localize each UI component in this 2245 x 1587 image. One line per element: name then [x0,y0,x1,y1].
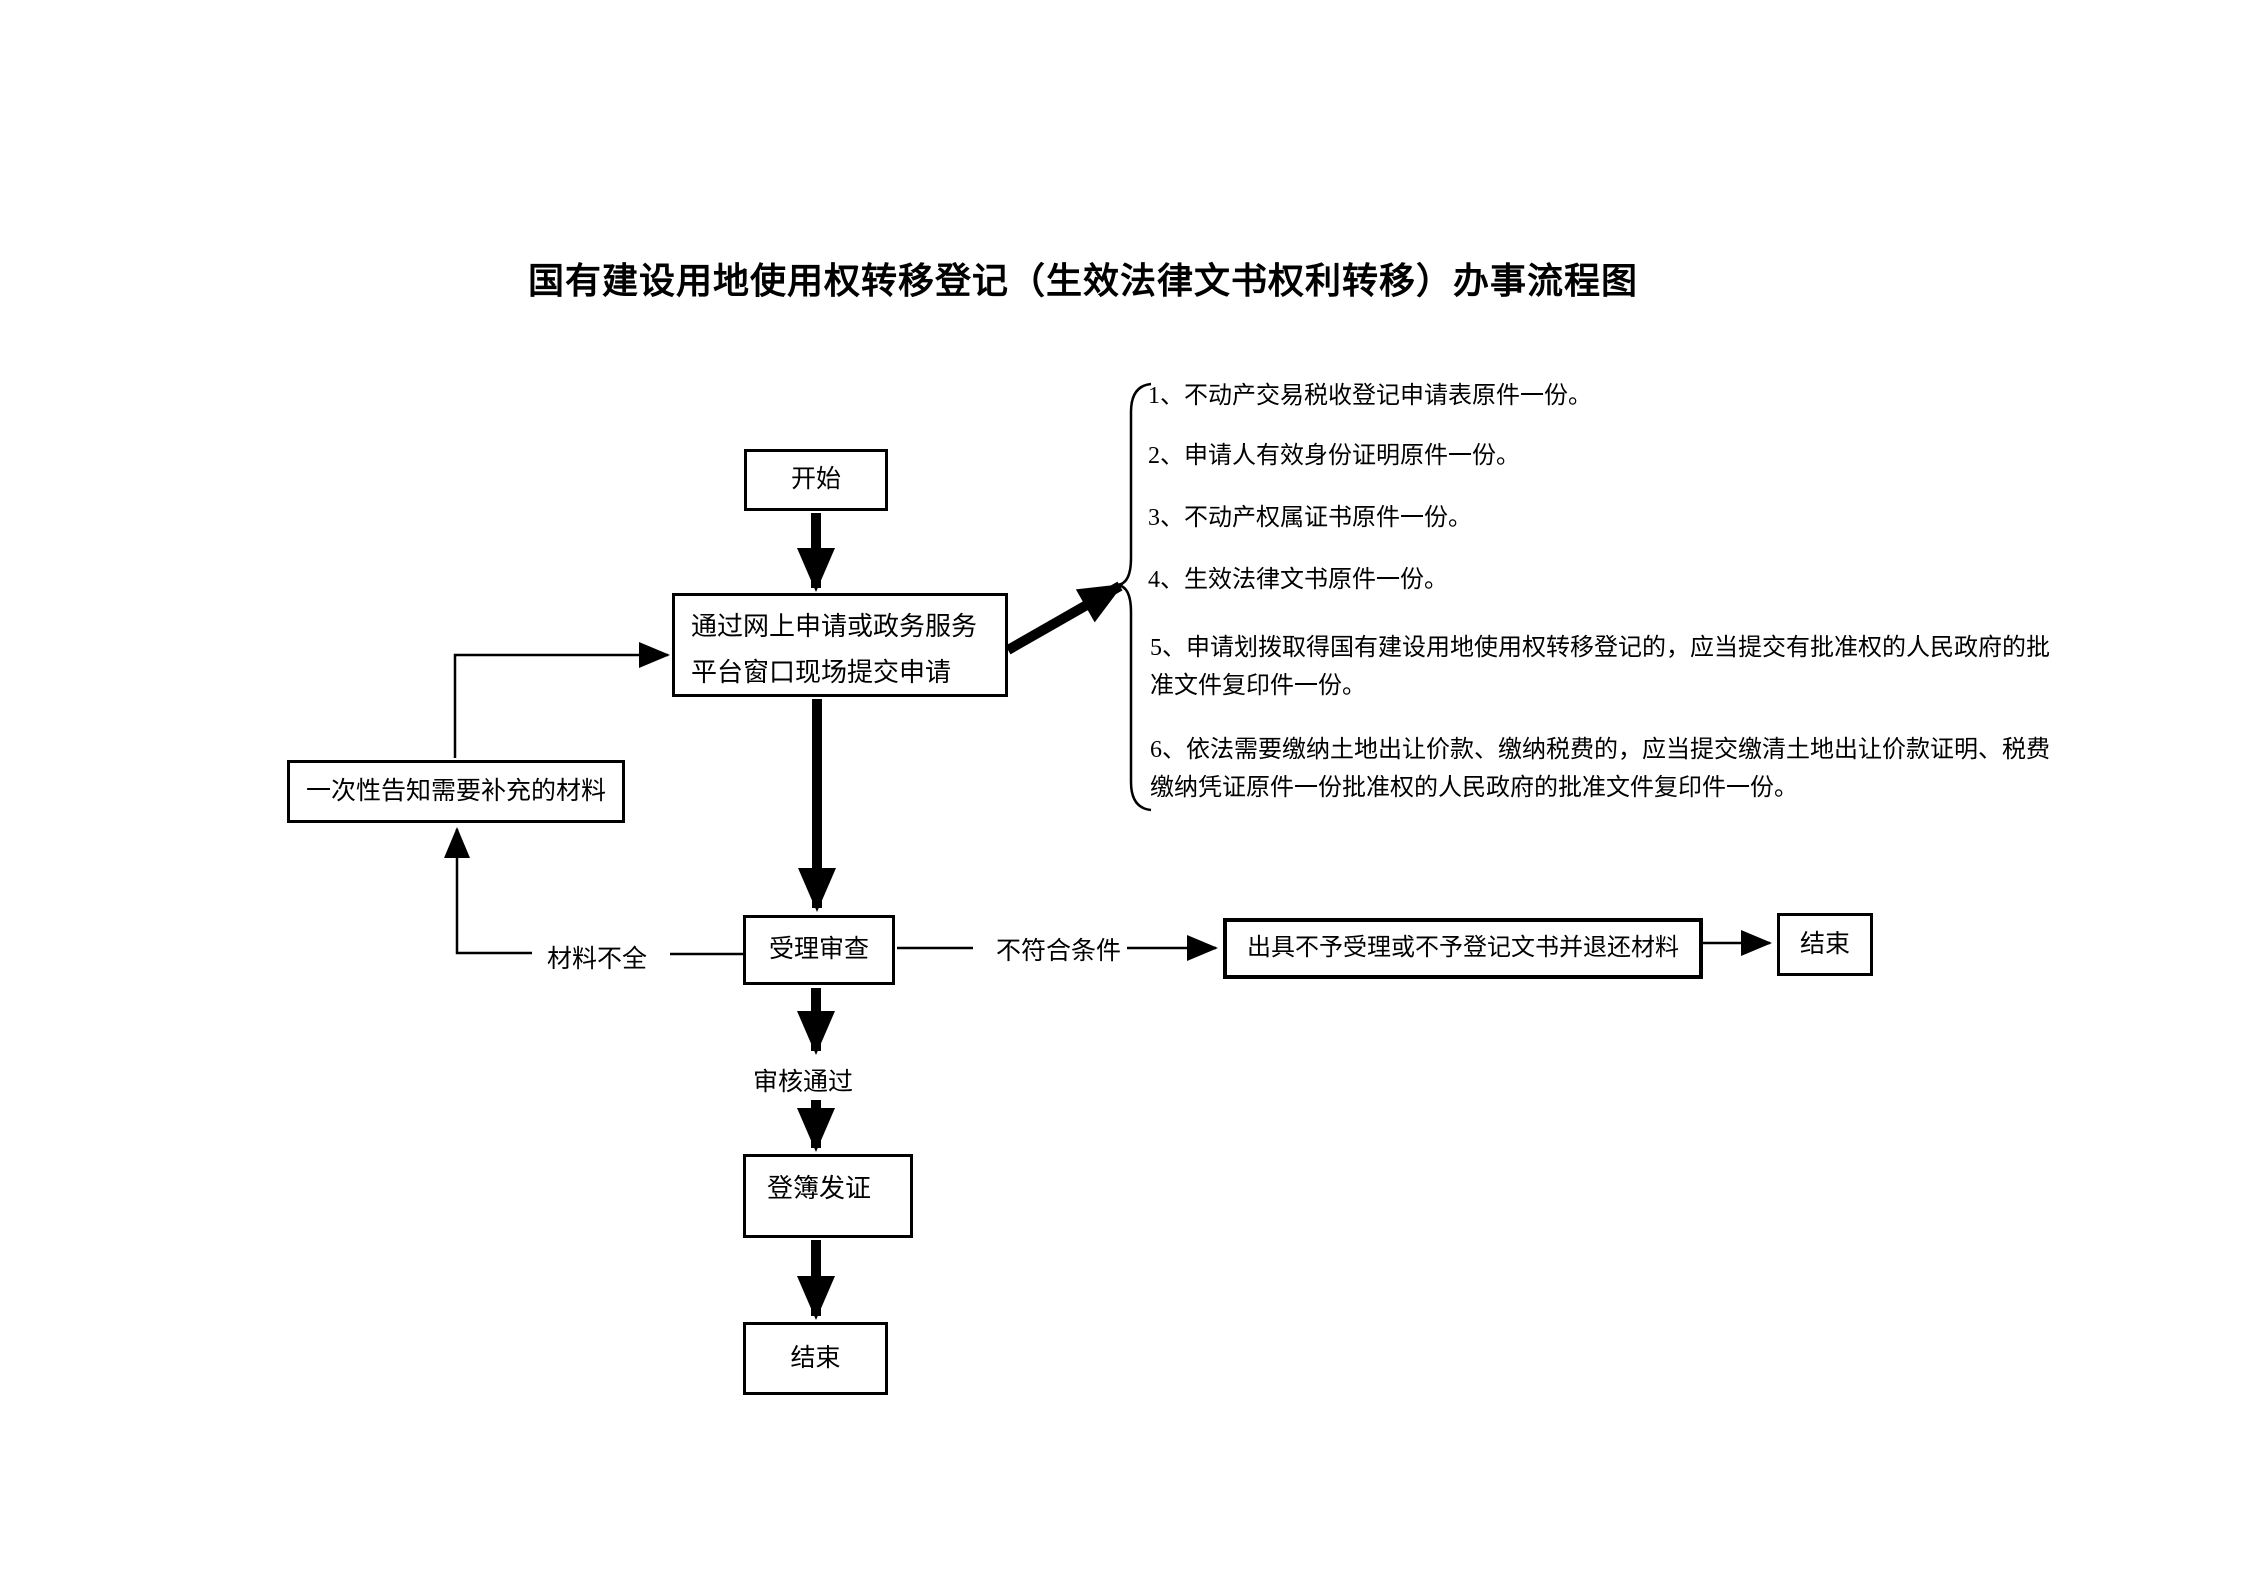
node-notify-supplement-materials: 一次性告知需要补充的材料 [287,760,625,823]
node-end: 结束 [743,1322,888,1395]
node-issue-rejection-documents: 出具不予受理或不予登记文书并退还材料 [1223,918,1703,979]
arrow-notify-to-submit [453,642,670,758]
edge-label-review-passed: 审核通过 [753,1069,854,1096]
arrow-incomplete-label-to-notify [444,827,532,955]
material-item-4: 4、生效法律文书原件一份。 [1148,567,1448,593]
node-start: 开始 [744,449,888,511]
node-submit-application: 通过网上申请或政务服务平台窗口现场提交申请 [672,593,1008,697]
material-item-6: 6、依法需要缴纳土地出让价款、缴纳税费的，应当提交缴清土地出让价款证明、税费缴纳… [1150,737,2050,801]
materials-brace [1116,382,1152,812]
node-accept-review: 受理审查 [743,915,895,985]
edge-label-not-qualified: 不符合条件 [996,938,1122,965]
material-item-1: 1、不动产交易税收登记申请表原件一份。 [1148,383,1592,409]
material-item-3: 3、不动产权属证书原件一份。 [1148,505,1472,531]
node-register-issue-certificate: 登簿发证 [743,1154,913,1238]
material-item-5: 5、申请划拨取得国有建设用地使用权转移登记的，应当提交有批准权的人民政府的批准文… [1150,635,2050,699]
edge-label-materials-incomplete: 材料不全 [547,946,648,973]
node-reject-end: 结束 [1777,913,1873,976]
arrow-submit-to-materials-brace [1005,581,1124,655]
page-title: 国有建设用地使用权转移登记（生效法律文书权利转移）办事流程图 [527,261,1639,301]
material-item-2: 2、申请人有效身份证明原件一份。 [1148,443,1520,469]
